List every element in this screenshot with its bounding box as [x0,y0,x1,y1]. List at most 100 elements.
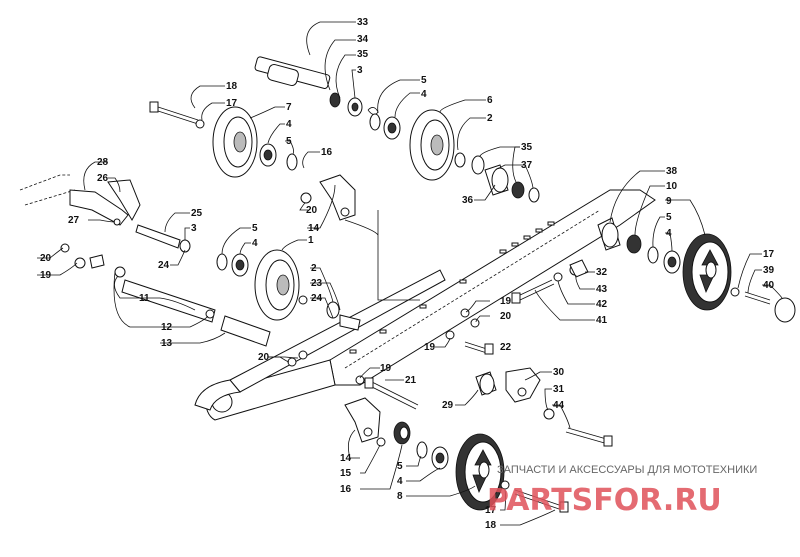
callout-33: 33 [357,17,369,28]
callout-18: 18 [226,81,238,92]
callout-44: 44 [553,400,565,411]
callout-9: 9 [666,196,672,207]
callout-38: 38 [666,166,678,177]
right-slide-rail [204,189,656,421]
bearing-left-wheel [259,143,277,167]
small-hardware [60,119,740,490]
callout-8: 8 [397,491,403,502]
callout-5: 5 [666,212,672,223]
callout-24: 24 [158,260,170,271]
callout-12: 12 [161,322,173,333]
callout-18: 18 [485,520,497,531]
callout-29: 29 [442,400,454,411]
callout-32: 32 [596,267,608,278]
callout-14: 14 [308,223,320,234]
callout-17: 17 [763,249,775,260]
callout-42: 42 [596,299,608,310]
spacer-36 [484,164,509,196]
callout-34: 34 [357,34,369,45]
callout-5: 5 [397,461,403,472]
callout-36: 36 [462,195,474,206]
bolt-17-rear [744,291,771,305]
left-slide-rail [19,174,446,411]
bushing-15 [393,421,411,445]
callout-17: 17 [226,98,238,109]
arm-26 [69,179,141,226]
callout-35: 35 [521,142,533,153]
callout-2: 2 [311,263,317,274]
callout-30: 30 [553,367,565,378]
leader-lines [37,21,783,526]
upper-idler-shaft [254,56,379,117]
callout-26: 26 [97,173,109,184]
idler-wheel-7 [212,106,258,178]
cap-40 [774,297,796,323]
bolt-22 [464,341,494,355]
spacer-38 [597,217,642,254]
callout-13: 13 [161,338,173,349]
callout-35: 35 [357,49,369,60]
bracket-30 [505,367,541,403]
callout-41: 41 [596,315,608,326]
bolt-21 [364,377,419,410]
callout-5: 5 [421,75,427,86]
bolt-18-lower [514,489,569,513]
bearing-lower [431,446,449,470]
callout-19: 19 [500,296,512,307]
bracket-14-lower [344,397,381,443]
callout-20: 20 [500,311,512,322]
callout-2: 2 [487,113,493,124]
callout-10: 10 [666,181,678,192]
bearing-upper [383,116,401,140]
lower-spoked-wheel-8 [455,433,505,511]
bearing-mid [231,253,249,277]
callout-15: 15 [340,468,352,479]
callout-39: 39 [763,265,775,276]
callout-23: 23 [311,278,323,289]
idler-wheel-1 [254,249,300,321]
callout-3: 3 [191,223,197,234]
bushing-29 [475,371,497,396]
bearing-rear-right [663,250,681,274]
snap-rings [216,113,659,459]
bushing-35-upper [454,152,540,203]
callout-4: 4 [397,476,403,487]
callout-5: 5 [252,223,258,234]
callout-25: 25 [191,208,203,219]
callout-28: 28 [97,157,109,168]
callout-22: 22 [500,342,512,353]
callout-16: 16 [340,484,352,495]
callout-3: 3 [357,65,363,76]
callout-20: 20 [40,253,52,264]
callout-37: 37 [521,160,533,171]
callout-7: 7 [286,102,292,113]
callout-11: 11 [139,293,150,304]
idler-wheel-6 [409,109,455,181]
bolt-44 [565,427,613,447]
callout-19: 19 [424,342,436,353]
callout-20: 20 [258,352,270,363]
callout-43: 43 [596,284,608,295]
callout-14: 14 [340,453,352,464]
shaft-11 [121,279,216,323]
callout-21: 21 [405,375,417,386]
callout-20: 20 [306,205,318,216]
callout-40: 40 [763,280,775,291]
callout-16: 16 [321,147,333,158]
callout-4: 4 [666,228,672,239]
callout-4: 4 [421,89,427,100]
bolt-18-upper [149,101,199,125]
callout-19: 19 [40,270,52,281]
callout-31: 31 [553,384,565,395]
tube-13 [220,315,271,347]
rear-spoked-wheel-9 [682,233,732,311]
callout-4: 4 [286,119,292,130]
shaft-25 [135,224,191,253]
callout-17: 17 [485,505,497,516]
callout-27: 27 [68,215,80,226]
callout-1: 1 [308,235,314,246]
bolt-41 [511,279,555,304]
